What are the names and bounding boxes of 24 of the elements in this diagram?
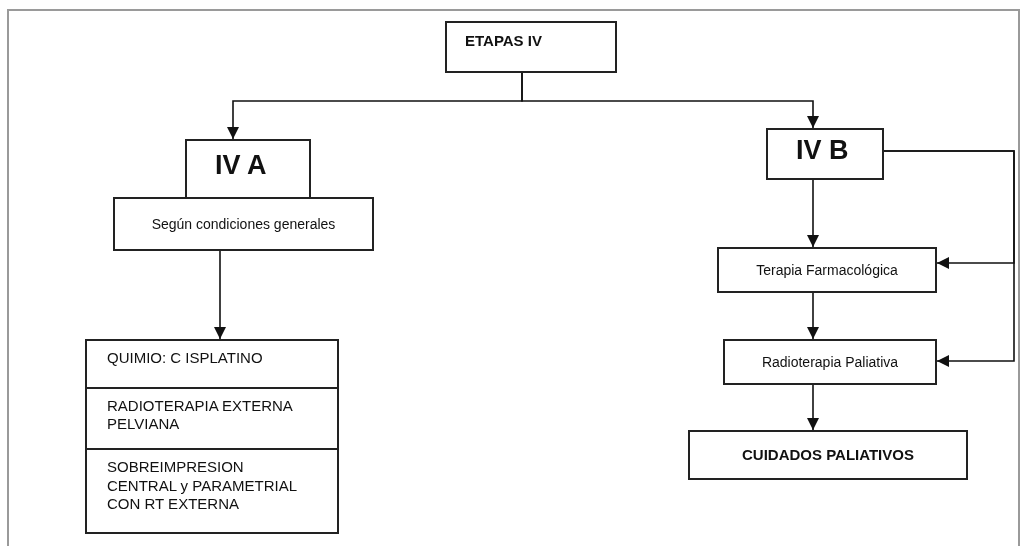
box-label: Terapia Farmacológica: [756, 261, 898, 279]
arrow: [807, 384, 819, 431]
list-box: [85, 339, 339, 534]
arrow: [214, 250, 226, 340]
box-label: IV B: [796, 133, 849, 167]
box-label: Según condiciones generales: [151, 215, 336, 233]
box-label: ETAPAS IV: [465, 32, 542, 50]
arrow: [521, 72, 819, 129]
arrow: [883, 150, 1015, 367]
process-box: [113, 197, 374, 251]
arrow: [807, 292, 819, 340]
process-box: [723, 339, 937, 385]
box-label: Radioterapia Paliativa: [761, 353, 899, 371]
process-box: [717, 247, 937, 293]
process-box: [445, 21, 617, 73]
process-box: [185, 139, 311, 199]
arrow: [807, 179, 819, 248]
box-label: CUIDADOS PALIATIVOS: [742, 446, 914, 464]
process-box: [766, 128, 884, 180]
list-item-text: RADIOTERAPIA EXTERNA PELVIANA: [107, 396, 294, 434]
list-item-text: SOBREIMPRESION CENTRAL y PARAMETRIAL CON RT EXTERNA: [107, 458, 298, 514]
process-box: [688, 430, 968, 480]
list-item-text: QUIMIO: C ISPLATINO: [107, 349, 263, 368]
box-label: IV A: [215, 148, 267, 182]
